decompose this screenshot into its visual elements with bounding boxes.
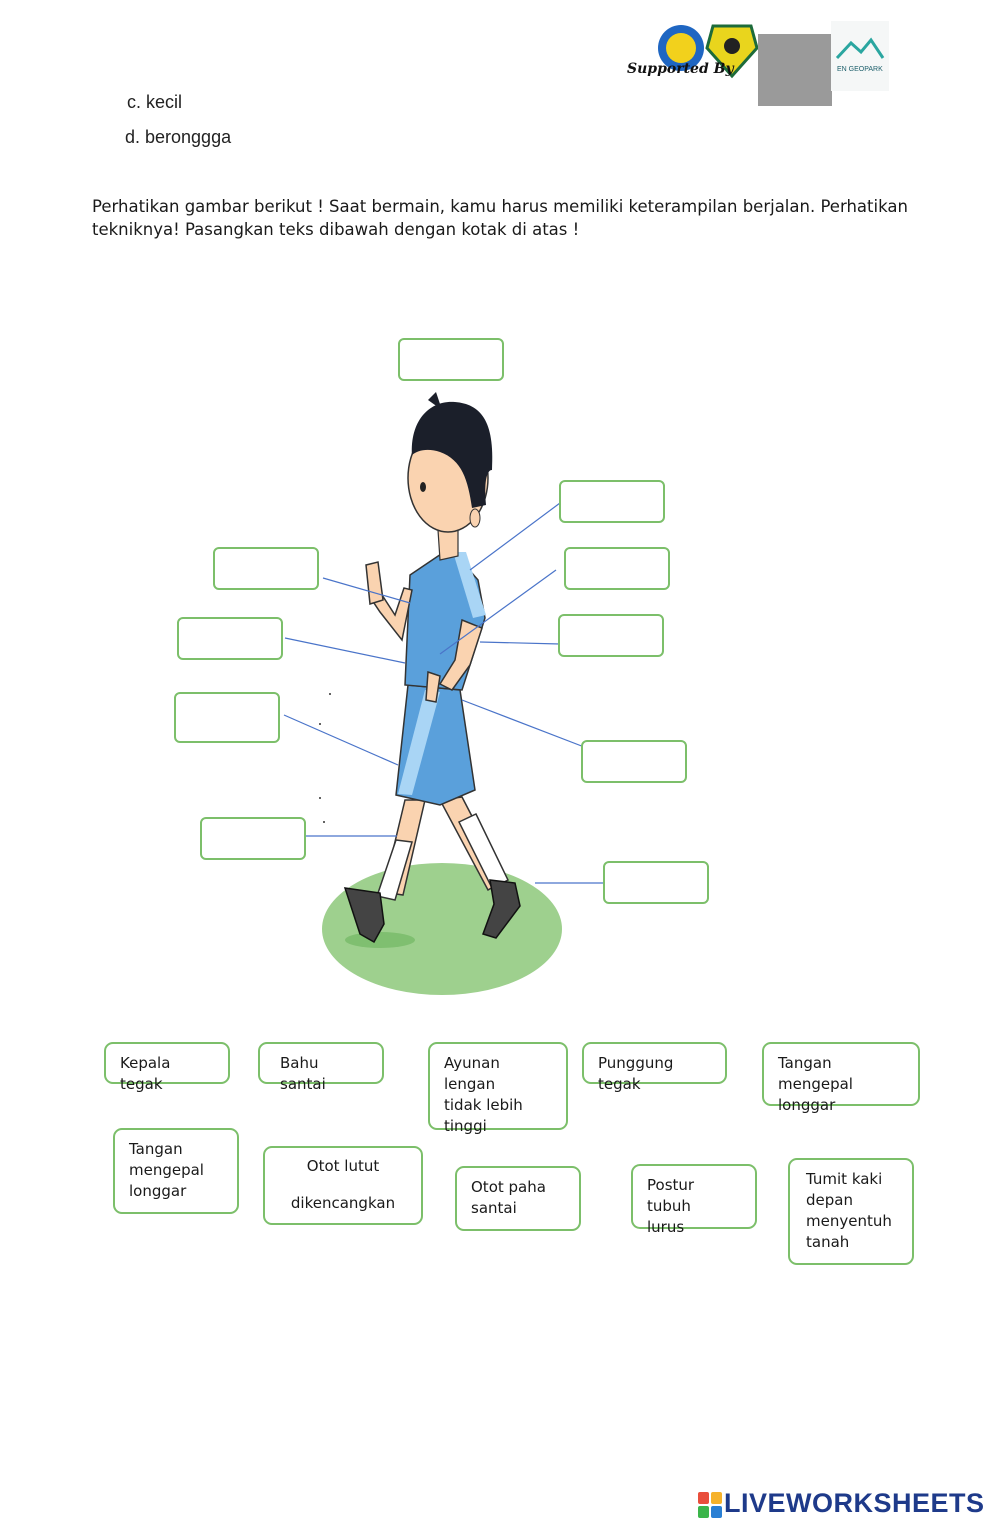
answer-chip-punggung-tegak[interactable]: Punggung tegak [582,1042,727,1093]
right-sock [457,813,509,890]
hair [411,401,493,508]
header-logos: Supported By EN GEOPARK [625,18,895,110]
supported-by-text: Supported By [627,61,734,77]
leader-lines [283,502,604,884]
drop-box-body[interactable] [558,614,664,657]
instruction-text: Perhatikan gambar berikut ! Saat bermain… [92,197,908,239]
option-c: c. kecil [127,92,183,112]
drop-box-thigh[interactable] [174,692,280,743]
eye [420,482,426,492]
answer-chip-tangan-mengepal-2[interactable]: Tangan mengepal longgar [113,1128,239,1214]
drop-box-knee[interactable] [200,817,306,860]
drop-box-hip[interactable] [581,740,687,783]
answer-chip-tangan-mengepal-1[interactable]: Tangan mengepal longgar [762,1042,920,1114]
drop-box-back[interactable] [564,547,670,590]
drop-box-fist[interactable] [213,547,319,590]
gray-logo-icon [758,34,832,106]
left-shoe [343,887,385,944]
drop-box-head[interactable] [398,338,504,381]
liveworksheets-brand: LIVEWORKSHEETS [724,1488,985,1518]
geopark-text: EN GEOPARK [837,66,883,73]
answer-chip-bahu-santai[interactable]: Bahu santai [258,1042,384,1093]
shirt [404,547,486,691]
drop-box-heel[interactable] [603,861,709,904]
answer-chip-kepala-tegak[interactable]: Kepala tegak [104,1042,230,1093]
answer-chip-tumit-kaki[interactable]: Tumit kaki depan menyentuh tanah [788,1158,914,1265]
logo-group [658,21,889,106]
answer-chip-otot-lutut[interactable]: Otot lutut dikencangkan [263,1146,423,1225]
left-sock [376,839,413,901]
answer-chip-otot-paha[interactable]: Otot paha santai [455,1166,581,1231]
drop-box-shoulder[interactable] [559,480,665,523]
answer-chip-postur-tubuh[interactable]: Postur tubuh lurus [631,1164,757,1236]
drop-box-arm-swing[interactable] [177,617,283,660]
fist [365,561,384,605]
right-shoe [482,879,521,939]
liveworksheets-icon [698,1492,722,1518]
liveworksheets-logo: LIVEWORKSHEETS [698,1488,998,1522]
answer-chip-ayunan-lengan[interactable]: Ayunan lengan tidak lebih tinggi [428,1042,568,1135]
option-d: d. beronggga [125,127,232,147]
